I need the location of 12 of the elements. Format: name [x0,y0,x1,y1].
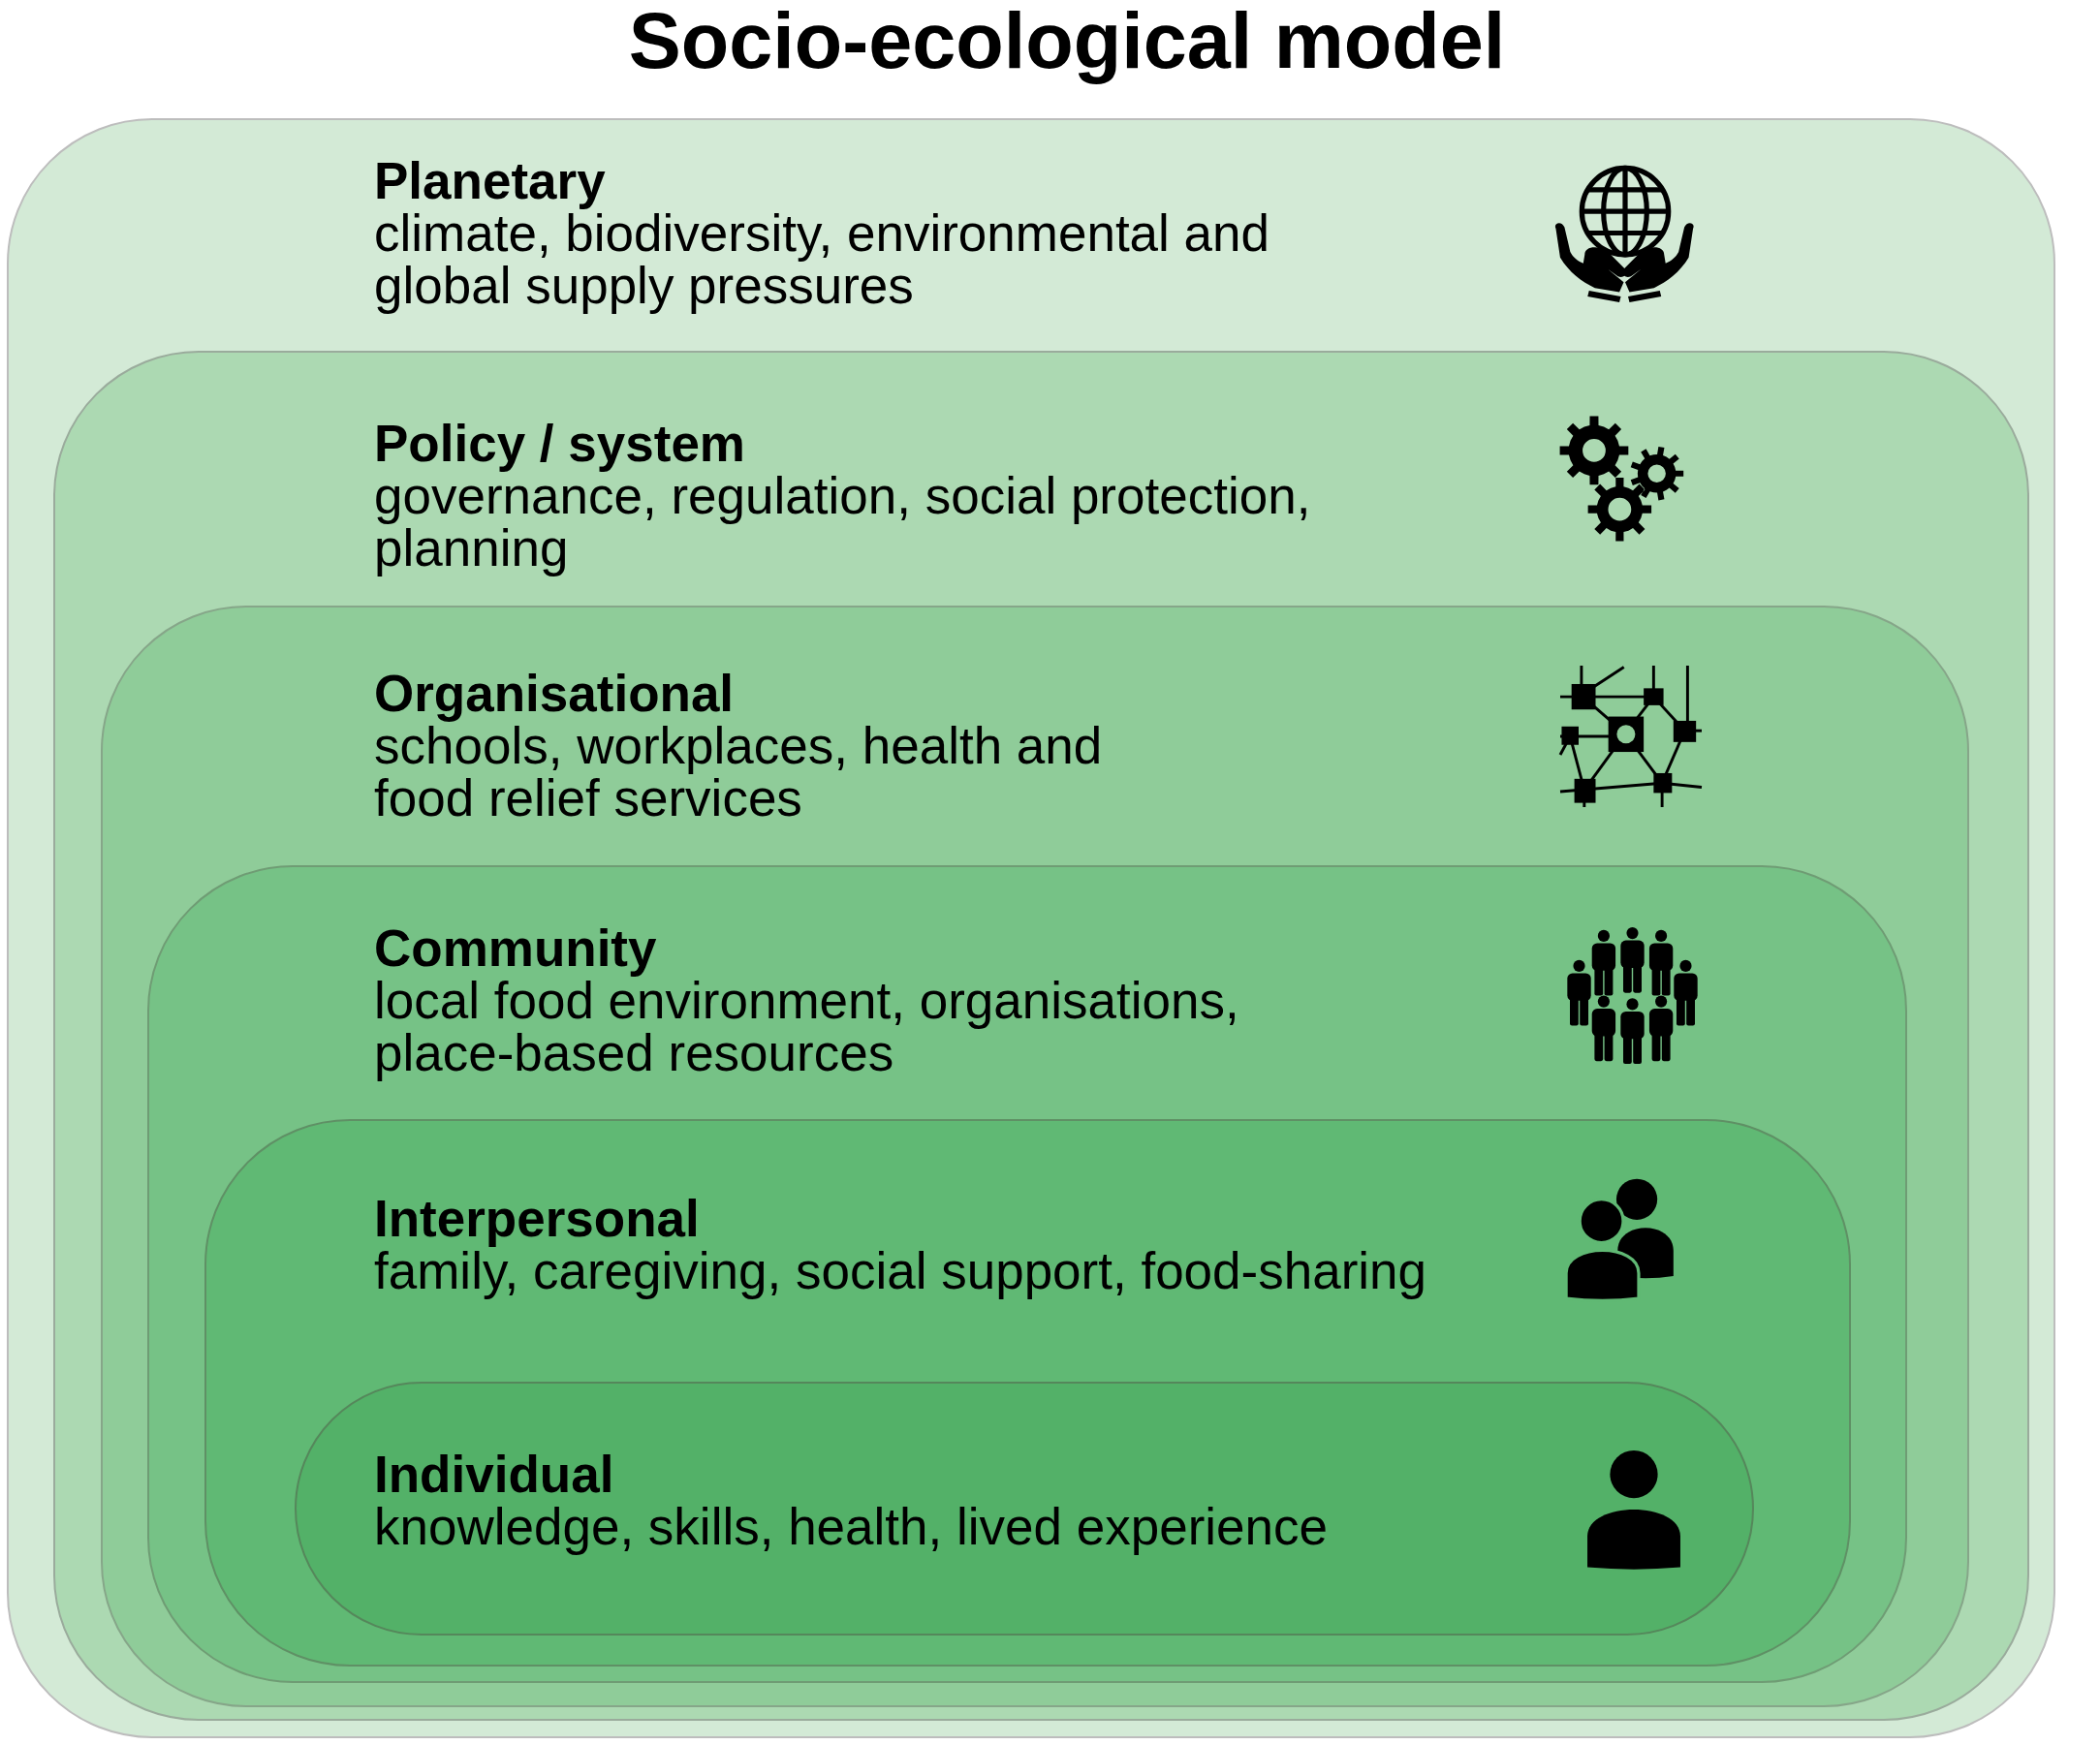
level-heading: Community [374,922,657,976]
level-description: knowledge, skills, health, lived experience [374,1501,1328,1554]
level-heading: Interpersonal [374,1193,700,1246]
level-heading: Organisational [374,668,735,721]
nested-level-panel [7,118,2055,1738]
nested-level-panel [147,865,1907,1683]
level-heading: Planetary [374,155,606,208]
nested-level-panel [101,606,1969,1707]
nested-level-panel [53,351,2029,1721]
level-heading: Individual [374,1449,614,1502]
nested-level-panel [204,1119,1851,1667]
level-heading: Policy / system [374,418,745,471]
